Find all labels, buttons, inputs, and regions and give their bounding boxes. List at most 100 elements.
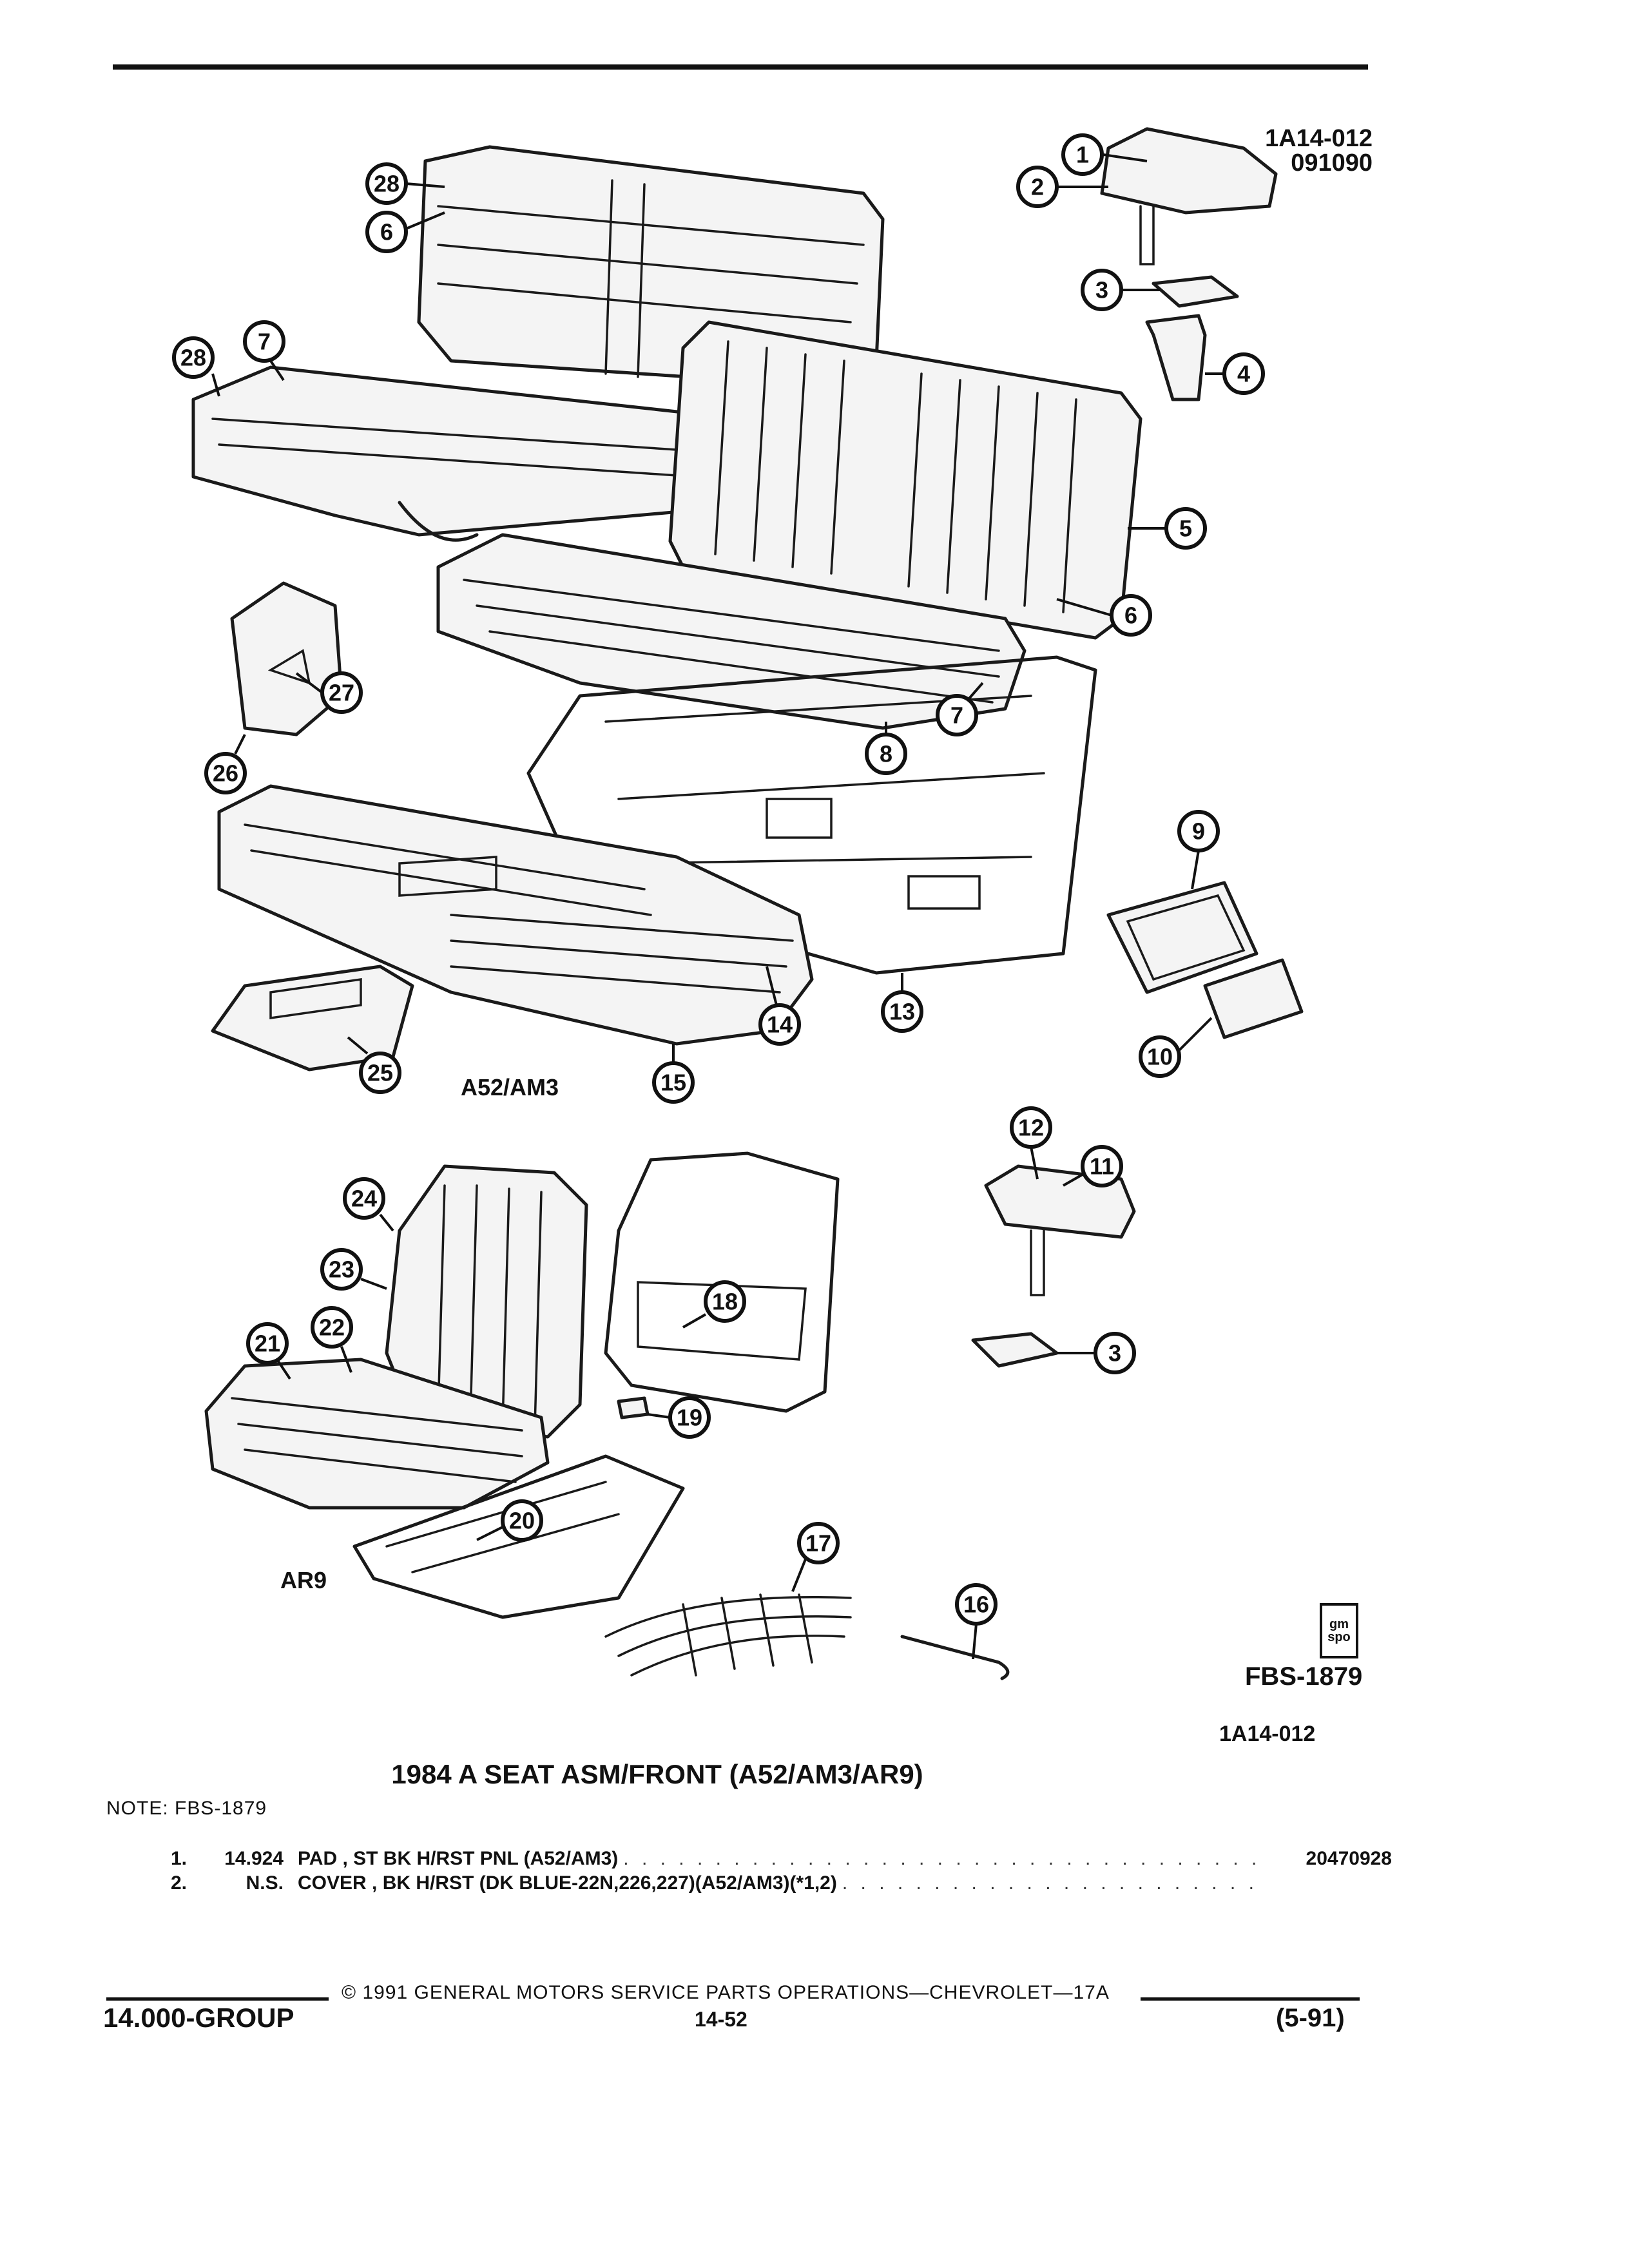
- copyright: © 1991 GENERAL MOTORS SERVICE PARTS OPER…: [342, 1982, 1110, 2003]
- callout-3b: 3: [1057, 1332, 1136, 1374]
- callout-9: 9: [1177, 810, 1220, 890]
- svg-text:2: 2: [1031, 174, 1044, 200]
- callout-6b: 6: [365, 211, 445, 253]
- seat-springs: [604, 1593, 852, 1677]
- svg-text:7: 7: [258, 329, 271, 355]
- callout-18: 18: [682, 1280, 746, 1329]
- svg-text:13: 13: [889, 999, 915, 1025]
- gm-logo-text-top: gm: [1329, 1617, 1349, 1631]
- part-description: COVER , BK H/RST (DK BLUE-22N,226,227)(A…: [298, 1872, 837, 1894]
- bench-cushion-front: [436, 533, 1027, 730]
- callout-7: 7: [936, 682, 984, 736]
- part-row: 1. 14.924 PAD , ST BK H/RST PNL (A52/AM3…: [155, 1848, 1392, 1872]
- part-index: 1.: [170, 1848, 187, 1869]
- svg-text:21: 21: [255, 1331, 280, 1357]
- svg-text:18: 18: [712, 1289, 738, 1315]
- top-rule: [113, 64, 1368, 70]
- callout-26: 26: [204, 734, 247, 794]
- svg-text:5: 5: [1179, 515, 1192, 542]
- callout-1: 1: [1061, 133, 1148, 176]
- callout-12: 12: [1010, 1106, 1052, 1180]
- callout-22: 22: [311, 1306, 353, 1373]
- figure-ref-line2: 091090: [1291, 149, 1373, 177]
- svg-text:14: 14: [767, 1012, 793, 1038]
- leader-dots: . . . . . . . . . . . . . . . . . . . . …: [842, 1872, 1258, 1894]
- callout-21: 21: [246, 1322, 291, 1380]
- svg-text:9: 9: [1192, 818, 1205, 845]
- center-console: [211, 965, 414, 1072]
- gm-spo-logo: gm spo: [1320, 1603, 1358, 1658]
- svg-text:25: 25: [367, 1060, 393, 1086]
- svg-text:1: 1: [1076, 142, 1089, 168]
- callout-15: 15: [652, 1044, 695, 1104]
- page-number: 14-52: [695, 2008, 747, 2031]
- svg-text:3: 3: [1108, 1340, 1121, 1367]
- svg-text:15: 15: [660, 1070, 686, 1096]
- callout-14: 14: [758, 966, 801, 1046]
- part-code: N.S.: [246, 1872, 284, 1894]
- callout-7b: 7: [243, 320, 285, 381]
- gm-logo-text-bottom: spo: [1327, 1630, 1351, 1644]
- callout-5: 5: [1128, 507, 1207, 550]
- figure-ref-code: 1A14-012 091090: [1224, 126, 1373, 175]
- svg-text:16: 16: [963, 1591, 989, 1618]
- callout-17: 17: [791, 1522, 840, 1592]
- seat-frame: [526, 655, 1097, 975]
- part-index: 2.: [170, 1872, 187, 1894]
- part-row: 2. N.S. COVER , BK H/RST (DK BLUE-22N,22…: [155, 1872, 1392, 1897]
- svg-text:6: 6: [1124, 602, 1137, 629]
- footer-rule-right: [1141, 1997, 1360, 2001]
- callout-2: 2: [1016, 166, 1108, 208]
- group-label: 14.000-GROUP: [103, 2003, 294, 2033]
- callout-11: 11: [1063, 1145, 1123, 1187]
- variant-label-ar9: AR9: [280, 1567, 327, 1593]
- callout-28a: 28: [172, 336, 220, 397]
- callout-6: 6: [1056, 594, 1152, 637]
- fbs-label: FBS-1879: [1245, 1662, 1363, 1691]
- svg-text:28: 28: [374, 171, 400, 197]
- svg-text:6: 6: [380, 219, 393, 245]
- svg-text:20: 20: [509, 1508, 535, 1534]
- seat-adjuster: [352, 1454, 685, 1619]
- figure-ref-bottom: 1A14-012: [1219, 1722, 1316, 1746]
- seat-rod: [900, 1635, 1010, 1680]
- svg-text:11: 11: [1090, 1153, 1114, 1180]
- svg-text:3: 3: [1095, 277, 1108, 303]
- footer-rule-left: [106, 1997, 329, 2001]
- callout-27: 27: [295, 671, 363, 714]
- callout-19: 19: [647, 1396, 711, 1439]
- callout-4: 4: [1205, 352, 1265, 395]
- svg-text:12: 12: [1018, 1115, 1044, 1141]
- revision-date: (5-91): [1276, 2004, 1345, 2032]
- callout-16: 16: [955, 1583, 998, 1660]
- trim-plates: [1106, 881, 1304, 1039]
- callouts: 1 2 3 4 5 6 7 8 9 10 11 12 3 13 14 15 16…: [172, 133, 1265, 1660]
- headrest-assembly-top: [1100, 127, 1278, 401]
- part-code: 14.924: [224, 1848, 284, 1869]
- svg-text:19: 19: [677, 1405, 702, 1431]
- bench-cushion-rear: [191, 365, 717, 542]
- variant-label-a52-am3: A52/AM3: [461, 1074, 559, 1100]
- svg-text:26: 26: [213, 760, 238, 787]
- bucket-seat-cushion: [204, 1358, 550, 1510]
- note: NOTE: FBS-1879: [106, 1798, 267, 1819]
- svg-text:27: 27: [329, 680, 354, 706]
- svg-text:23: 23: [329, 1256, 354, 1283]
- svg-text:24: 24: [351, 1186, 377, 1212]
- callout-10: 10: [1139, 1017, 1213, 1078]
- part-number: 20470928: [1306, 1848, 1392, 1869]
- svg-text:22: 22: [319, 1314, 345, 1341]
- figure-title: 1984 A SEAT ASM/FRONT (A52/AM3/AR9): [391, 1759, 923, 1789]
- svg-text:7: 7: [950, 702, 963, 729]
- callout-28b: 28: [365, 162, 445, 205]
- callout-20: 20: [476, 1499, 543, 1542]
- split-front-cushion: [217, 784, 814, 1046]
- callout-3: 3: [1081, 269, 1160, 311]
- leader-dots: . . . . . . . . . . . . . . . . . . . . …: [623, 1848, 1258, 1869]
- callout-8: 8: [865, 722, 907, 775]
- callout-25: 25: [347, 1036, 401, 1094]
- callout-13: 13: [881, 973, 923, 1033]
- svg-text:17: 17: [805, 1530, 831, 1557]
- bucket-seat-back-frame: [604, 1151, 840, 1413]
- svg-text:28: 28: [180, 345, 206, 371]
